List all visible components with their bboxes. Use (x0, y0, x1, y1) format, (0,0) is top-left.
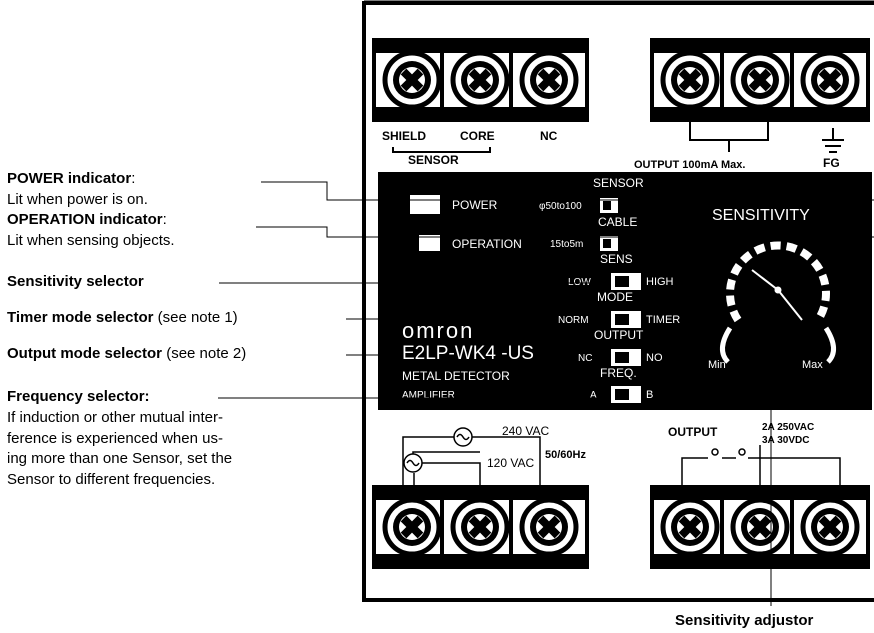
voltage-120-label: 120 VAC (487, 456, 534, 470)
frequency-hz-label: 50/60Hz (545, 449, 586, 461)
sens-switch-label: SENS (600, 252, 633, 266)
power-indicator-colon: : (131, 170, 136, 187)
sensitivity-dial[interactable] (720, 241, 836, 364)
terminal-screw[interactable] (652, 487, 728, 567)
sensor-label: SENSOR (408, 153, 459, 167)
mode-switch-label: MODE (597, 290, 633, 304)
sensor-left-option: φ50to100 (539, 201, 582, 212)
terminal-screw[interactable] (511, 40, 587, 120)
output-mode-annotation: Output mode selector (see note 2) (7, 345, 246, 363)
cable-switch-label: CABLE (598, 215, 637, 229)
shield-label: SHIELD (382, 129, 426, 143)
terminal-screw[interactable] (374, 40, 450, 120)
output-mode-title: Output mode selector (7, 345, 163, 362)
top-labels: SHIELD CORE NC SENSOR OUTPUT 100mA Max. … (382, 122, 844, 171)
terminal-screw[interactable] (511, 487, 587, 567)
sens-high-option: HIGH (646, 276, 674, 288)
frequency-desc-line: If induction or other mutual inter- (7, 409, 223, 426)
brand-logo: omron (402, 318, 474, 343)
cable-left-option: 15to5m (550, 239, 583, 250)
sensor-switch[interactable] (600, 198, 618, 213)
mode-timer-option: TIMER (646, 314, 680, 326)
freq-a-option: A (590, 390, 597, 401)
operation-indicator-title: OPERATION indicator (7, 211, 163, 228)
output-mode-note: (see note 2) (162, 345, 247, 362)
mode-norm-option: NORM (558, 315, 589, 326)
dial-min-label: Min (708, 359, 726, 371)
output-rating-line2: 3A 30VDC (762, 435, 809, 446)
terminal-screw[interactable] (442, 40, 518, 120)
timer-mode-annotation: Timer mode selector (see note 1) (7, 309, 238, 327)
nc-label: NC (540, 129, 558, 143)
operation-indicator-desc: Lit when sensing objects. (7, 232, 175, 249)
terminal-screw[interactable] (442, 487, 518, 567)
operation-label: OPERATION (452, 237, 522, 251)
model-label: E2LP-WK4 -US (402, 343, 534, 364)
sensitivity-selector-switch[interactable] (611, 273, 641, 290)
output-rating-line1: 2A 250VAC (762, 422, 814, 433)
sensitivity-title: SENSITIVITY (712, 207, 810, 224)
cable-switch[interactable] (600, 236, 618, 251)
frequency-selector-annotation: Frequency selector: (7, 388, 150, 406)
power-indicator-title: POWER indicator (7, 170, 132, 187)
control-panel (378, 172, 872, 410)
frequency-desc-line: ference is experienced when us- (7, 429, 223, 447)
core-label: CORE (460, 129, 495, 143)
operation-indicator-annotation: OPERATION indicator: (7, 211, 167, 229)
terminal-screw[interactable] (792, 487, 868, 567)
dial-max-label: Max (802, 359, 823, 371)
freq-b-option: B (646, 389, 653, 401)
terminal-screw[interactable] (722, 40, 798, 120)
bottom-labels: 240 VAC 120 VAC 50/60Hz OUTPUT 2A 250VAC… (402, 422, 841, 485)
timer-mode-note: (see note 1) (153, 309, 238, 326)
sensitivity-selector-title: Sensitivity selector (7, 273, 144, 290)
frequency-selector-switch[interactable] (611, 386, 641, 403)
frequency-desc-line: Sensor to different frequencies. (7, 470, 216, 488)
terminal-screw[interactable] (722, 487, 798, 567)
timer-mode-selector-switch[interactable] (611, 311, 641, 328)
panel-labels: POWER OPERATION SENSOR φ50to100 CABLE 15… (402, 176, 823, 401)
frequency-selector-desc: If induction or other mutual inter- fere… (7, 408, 232, 490)
output-load-label: OUTPUT 100mA Max. (634, 159, 745, 171)
power-indicator-desc: Lit when power is on. (7, 191, 148, 208)
leader-lines (218, 181, 874, 606)
sensitivity-adjustor-annotation: Sensitivity adjustor (675, 612, 813, 630)
sensor-switch-label: SENSOR (593, 176, 644, 190)
fg-label: FG (823, 156, 840, 170)
frequency-selector-title: Frequency selector: (7, 388, 150, 405)
terminal-screw[interactable] (652, 40, 728, 120)
operation-indicator-colon: : (162, 211, 167, 228)
timer-mode-title: Timer mode selector (7, 309, 154, 326)
operation-indicator-led (419, 235, 440, 251)
voltage-240-label: 240 VAC (502, 424, 549, 438)
sensitivity-adjustor-title: Sensitivity adjustor (675, 612, 814, 629)
power-label: POWER (452, 198, 498, 212)
frequency-desc-line: ing more than one Sensor, set the (7, 450, 233, 467)
output-switch-label: OUTPUT (594, 328, 644, 342)
sensitivity-selector-annotation: Sensitivity selector (7, 273, 144, 291)
output-terminal-label: OUTPUT (668, 425, 718, 439)
output-mode-selector-switch[interactable] (611, 349, 641, 366)
output-no-option: NO (646, 352, 663, 364)
product-desc-line2: AMPLIFIER (402, 390, 455, 401)
power-indicator-led (410, 195, 440, 214)
power-indicator-annotation: POWER indicator: (7, 170, 135, 188)
terminal-screw[interactable] (374, 487, 450, 567)
terminal-screw[interactable] (792, 40, 868, 120)
product-desc-line1: METAL DETECTOR (402, 369, 510, 383)
freq-switch-label: FREQ. (600, 366, 637, 380)
dip-switches (600, 198, 641, 403)
output-nc-option: NC (578, 353, 592, 364)
